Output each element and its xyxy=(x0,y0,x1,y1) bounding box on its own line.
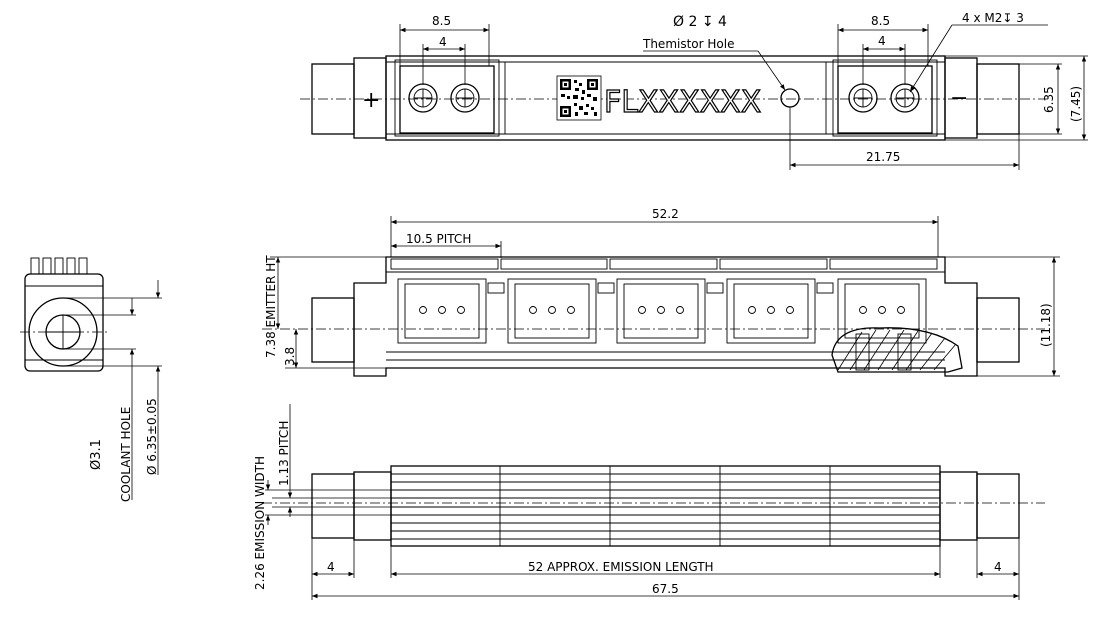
cutaway-section xyxy=(831,327,963,373)
dim-left-outer: 8.5 xyxy=(432,14,451,28)
emitter-height: 7.38 EMITTER HT xyxy=(264,255,278,358)
minus-sign: − xyxy=(950,86,968,111)
thermistor-label: Themistor Hole xyxy=(642,37,734,51)
plus-sign: + xyxy=(362,88,380,113)
bottom-pitch-label: 1.13 PITCH xyxy=(277,421,291,486)
top-view: + − xyxy=(300,11,1088,170)
dim-height: 6.35 xyxy=(1042,86,1056,113)
qr-code-icon xyxy=(556,75,602,121)
screw-spec: 4 x M2↧ 3 xyxy=(962,11,1024,25)
dim-length: 52.2 xyxy=(652,207,679,221)
emission-length: 52 APPROX. EMISSION LENGTH xyxy=(528,560,714,574)
coolant-spec: Ø3.1 xyxy=(89,439,104,470)
pitch-label: 10.5 PITCH xyxy=(406,232,471,246)
dim-left-inner: 4 xyxy=(439,35,447,49)
coolant-tolerance: Ø 6.35±0.05 xyxy=(145,398,159,475)
dim-right-inner: 4 xyxy=(878,34,886,48)
screw-icon xyxy=(408,83,438,113)
thermistor-spec: Ø 2 ↧ 4 xyxy=(673,14,727,30)
screw-icon xyxy=(890,83,920,113)
emission-stripes xyxy=(391,466,940,546)
dim-left: 4 xyxy=(327,560,335,574)
dim-height-ref-side: (11.18) xyxy=(1039,303,1053,347)
dim-height-ref: (7.45) xyxy=(1069,86,1083,122)
dim-right-outer: 8.5 xyxy=(871,14,890,28)
thermistor-hole-icon xyxy=(780,88,800,108)
dim-thermistor-offset: 21.75 xyxy=(866,150,900,164)
screw-icon xyxy=(450,83,480,113)
dim-total: 67.5 xyxy=(652,582,679,596)
side-view: 52.2 10.5 PITCH 7.38 EMITTER HT 3.8 (11.… xyxy=(262,207,1060,377)
dim-base: 3.8 xyxy=(283,347,297,366)
bottom-view: 1.13 PITCH 2.26 EMISSION WIDTH 4 52 APPR… xyxy=(253,404,1045,600)
emission-width-label: 2.26 EMISSION WIDTH xyxy=(253,456,267,590)
dim-right: 4 xyxy=(994,560,1002,574)
screw-icon xyxy=(848,83,878,113)
end-view: Ø3.1 COOLANT HOLE Ø 6.35±0.05 xyxy=(20,257,162,502)
coolant-label: COOLANT HOLE xyxy=(119,407,133,502)
part-number: FLXXXXXX xyxy=(604,85,761,120)
